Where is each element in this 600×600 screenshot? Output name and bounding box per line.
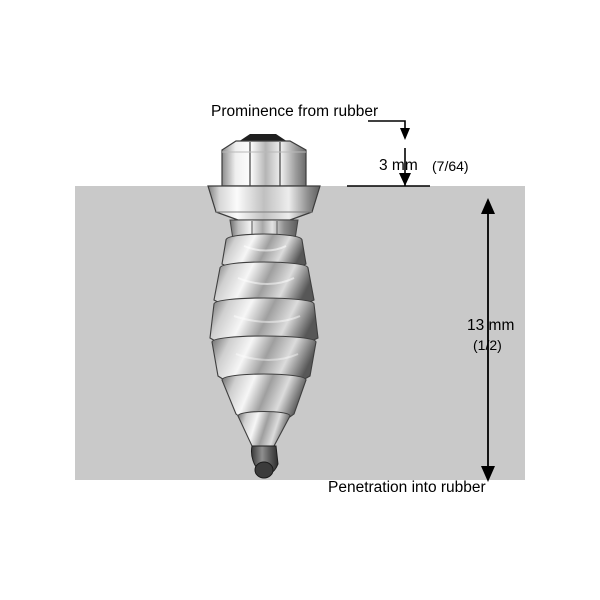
penetration-value-mm: 13 mm <box>467 317 515 334</box>
prominence-arrow-head <box>400 128 410 140</box>
prominence-down-arrow <box>399 173 411 186</box>
tire-stud-screw-illustration <box>207 134 321 479</box>
penetration-value-inch: (1/2) <box>473 337 502 353</box>
prominence-value-mm: 3 mm <box>379 157 418 174</box>
prominence-label: Prominence from rubber <box>211 103 379 120</box>
penetration-label: Penetration into rubber <box>328 479 486 496</box>
penetration-up-arrow <box>481 198 495 214</box>
prominence-leader-line <box>368 120 406 133</box>
penetration-down-arrow <box>481 466 495 482</box>
prominence-value-inch: (7/64) <box>432 158 469 174</box>
